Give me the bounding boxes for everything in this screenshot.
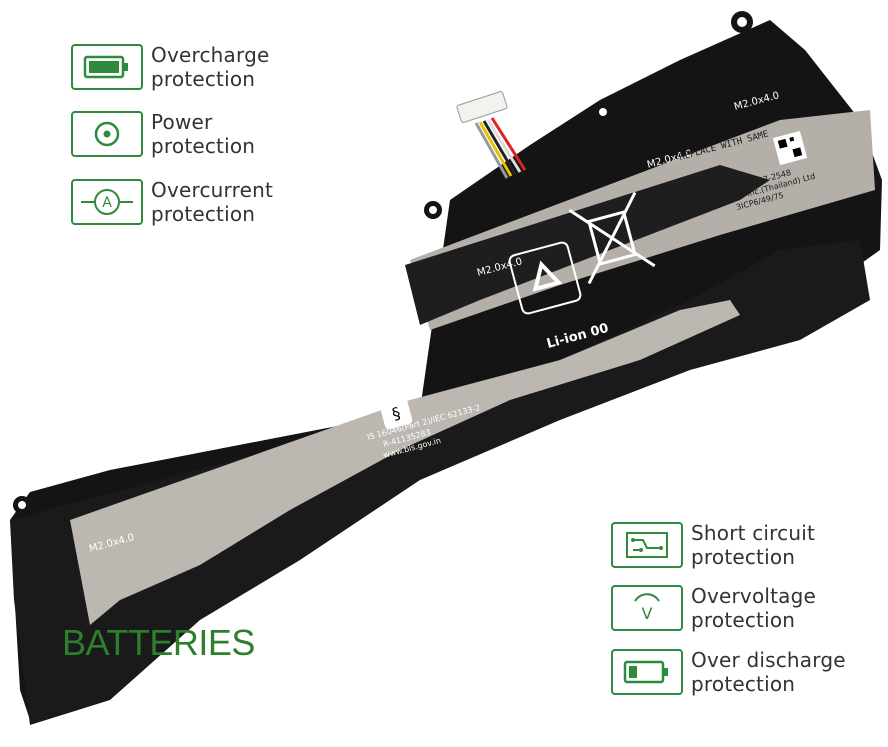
recycle-mark [508,241,582,315]
connector-cable [456,91,527,179]
qr-code [772,130,808,166]
power-icon [71,111,143,157]
svg-text:A: A [102,195,112,211]
crossed-bin-mark [568,191,656,285]
watermark-text: BATTERIES [62,622,255,663]
feature-over-discharge: Over discharge protection [611,648,846,696]
circuit-board-icon [611,522,683,568]
feature-overvoltage: V Overvoltage protection [611,584,816,632]
feature-power: Power protection [71,110,255,158]
feature-label: Short circuit protection [691,521,816,569]
ammeter-icon: A [71,179,143,225]
mount-hole [429,206,437,214]
feature-overcharge: Overcharge protection [71,43,269,91]
mount-hole [18,501,26,509]
bis-mark: § [379,396,413,430]
voltmeter-icon: V [611,585,683,631]
feature-label: Over discharge protection [691,648,846,696]
feature-label: Power protection [151,110,256,158]
feature-overcurrent: A Overcurrent protection [71,178,273,226]
feature-label: Overcurrent protection [151,178,274,226]
feature-label: Overvoltage protection [691,584,817,632]
mount-hole [599,108,607,116]
battery-strip [405,165,770,325]
battery-lower-body [10,240,870,725]
feature-short-circuit: Short circuit protection [611,521,815,569]
battery-panel-lower [70,300,740,625]
battery-low-icon [611,649,683,695]
svg-text:V: V [642,604,653,623]
battery-full-icon [71,44,143,90]
feature-label: Overcharge protection [151,43,270,91]
mount-hole [737,17,747,27]
